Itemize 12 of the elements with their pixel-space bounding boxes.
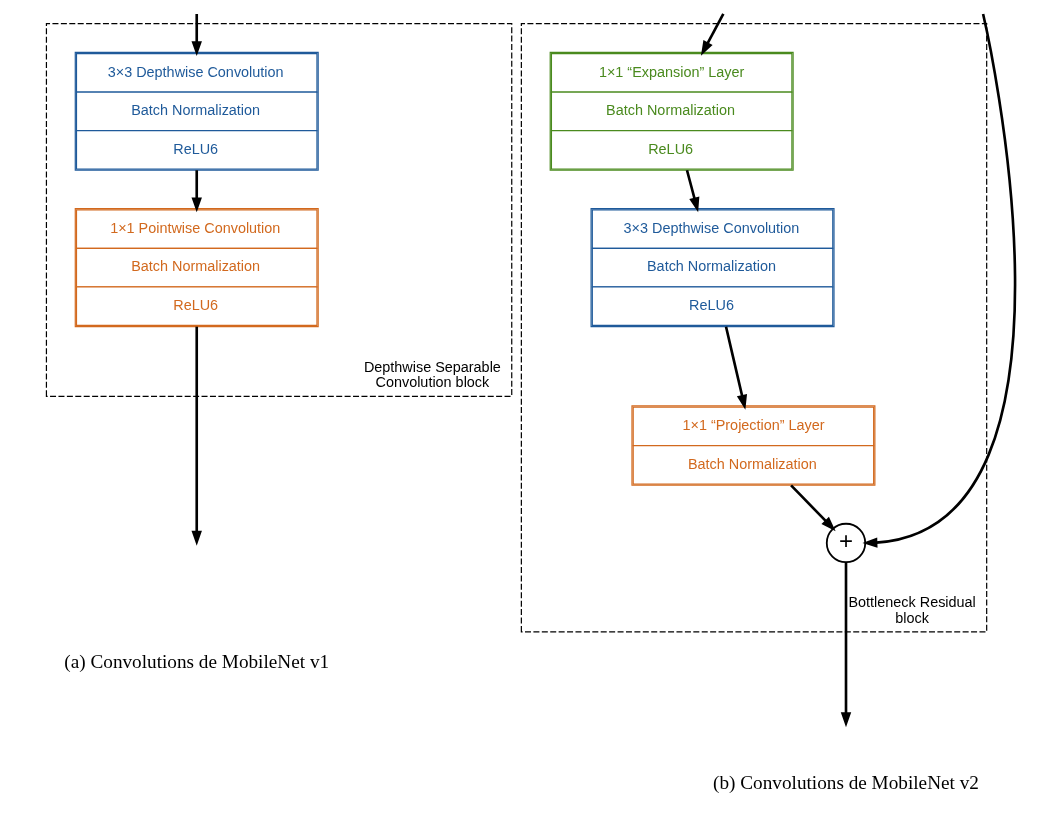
arrow	[861, 13, 1016, 548]
arrow	[700, 13, 724, 56]
arrow	[789, 484, 836, 532]
arrow	[191, 326, 202, 546]
arrow	[840, 562, 851, 728]
arrow	[724, 326, 747, 410]
arrow	[191, 14, 202, 57]
label: (b) Convolutions de MobileNet v2	[712, 771, 979, 793]
node-circle: +	[825, 522, 866, 564]
label: (a) Convolutions de MobileNet v1	[63, 650, 329, 672]
arrow	[685, 169, 699, 213]
arrow	[191, 170, 202, 213]
